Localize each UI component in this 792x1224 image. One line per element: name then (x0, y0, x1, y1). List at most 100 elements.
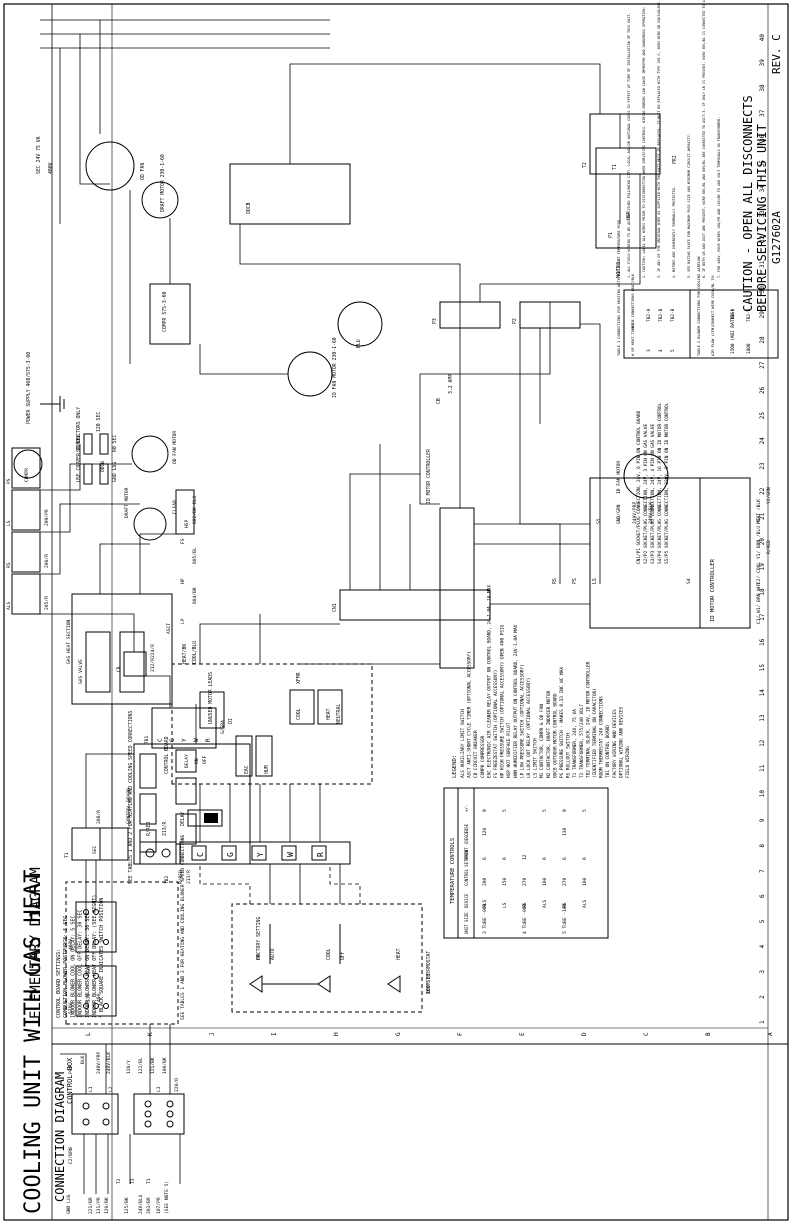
line-number: 39 (759, 59, 766, 67)
elementary-label: ON (256, 954, 262, 960)
table-2-cell: TB2-A (730, 308, 736, 322)
transformer-t1 (71, 827, 129, 861)
temperature-cell: 5 (542, 809, 548, 812)
elementary-label: 180 SEC (426, 974, 432, 994)
line-number: 22 (759, 487, 766, 495)
plug-connection-line: S2/P2 SOCKET/PLUG CONNECTION, 24V, 3 PIN… (643, 424, 649, 564)
draft-motor-connection (133, 507, 167, 541)
connection-label: ON (194, 758, 200, 764)
legend-item: OPTIONAL WIRING AND DEVICES (618, 706, 624, 778)
legend-item: CB CIRCUIT BREAKER (473, 730, 479, 778)
draft-motor-elementary (287, 351, 333, 397)
connection-label: 804/BK (192, 587, 198, 604)
elementary-label: DELAY (180, 811, 186, 826)
note-item: 5. SEE RATING PLATE FOR MAXIMUM FUSE SIZ… (687, 133, 691, 278)
plug-connection-line: S3/P3 SOCKET/PLUG CONNECTION, 24V, 4 PIN… (650, 424, 656, 564)
temperature-header-cell: CLOSE (464, 823, 469, 836)
line-number: 12 (759, 739, 766, 747)
odcb-box (149, 283, 191, 345)
plug-connection-line: CN1/P1 SOCKET/PLUG CONNECTION, 24V, 6 PI… (636, 410, 642, 564)
plug-connection-line: S4/P4 SOCKET/PLUG CONNECTION, 24V, 16 PI… (657, 402, 663, 564)
elementary-label: HEAT (396, 948, 402, 960)
id-motor-controller-title: ID MOTOR CONTROLLER (710, 558, 716, 622)
legend-item: TB2 TERMINAL BLOCK, 24V, ID MOTOR CONTRO… (585, 661, 591, 778)
legend-item: T2 TRANSFORMER, 575/240 VOLT (579, 704, 585, 778)
connection-label: T3 (130, 1178, 136, 1184)
elementary-label: SEC 24V 75 VA (36, 136, 42, 174)
elementary-label: EAC (244, 765, 250, 774)
line-number: 18 (759, 588, 766, 596)
table-1-header: # OF HEAT TUBES (631, 324, 635, 356)
table-2: TABLE 2 BLOWER CONNECTIONS FOR COOLING A… (689, 256, 779, 359)
column-letter: I (271, 1032, 278, 1036)
elementary-label: PRI (672, 155, 678, 164)
id-motor-controller-label: 240V/BLK (648, 502, 654, 524)
connection-label: 240V/PRP (96, 1052, 102, 1074)
connection-label: 460V (68, 939, 74, 950)
line-number: 6 (759, 894, 766, 898)
tb1-terminal-label: C (196, 852, 205, 857)
ground-lug-symbol (40, 396, 65, 412)
line-number: 8 (759, 844, 766, 848)
elementary-label: GND LUG (112, 462, 118, 482)
control-board-elementary (171, 663, 373, 785)
tb1-terminal-label: Y (181, 738, 188, 742)
temperature-cell: LS (502, 902, 508, 908)
column-letter: J (209, 1032, 216, 1036)
field-wiring (199, 864, 361, 904)
safety-switches (11, 447, 41, 615)
connection-label: RS (6, 562, 12, 568)
connection-label: 460 (96, 993, 102, 1002)
line-number: 4 (759, 944, 766, 948)
tb1-terminal-label: W (286, 852, 295, 857)
line-number: 28 (759, 336, 766, 344)
tb1-terminal-box (281, 845, 297, 861)
line-number: 29 (759, 311, 766, 319)
board-setting-line: * BLACK SQUARE INDICATES SWITCH POSITION (99, 898, 105, 1018)
line-number: 34 (759, 185, 766, 193)
connection-label: 206/R (44, 554, 50, 568)
connection-label: (SEE NOTE 5) (164, 1181, 170, 1214)
connection-diagram-title: CONNECTION DIAGRAM (53, 1072, 67, 1202)
elementary-label: CN1 (332, 603, 338, 612)
elementary-label: ID FAN MOTOR 230-1-60 (332, 337, 338, 398)
elementary-label: RS (552, 578, 558, 584)
board-setting-line: INDOOR BLOWER HEAT ON DELAY: 30 SEC (85, 913, 91, 1018)
temperature-cell: 160 (582, 877, 588, 886)
connection-label: 122/BL (138, 1057, 144, 1074)
connection-label: L3 (156, 1086, 162, 1092)
board-setting-line: INDOOR BLOWER COOL ON DELAY: 5 SEC (70, 916, 76, 1018)
table-1-title: TABLE 1 CONNECTIONS FOR HEATING WITH MID… (617, 220, 621, 356)
elementary-label: OFF (340, 951, 346, 960)
elementary-label: USE COPPER CONDUCTORS ONLY (76, 407, 82, 482)
connection-label: FS (180, 538, 186, 544)
temperature-cell: ALS (482, 899, 488, 908)
main-title: COOLING UNIT WITH GAS HEAT (21, 870, 46, 1214)
gas-valve-connectors (439, 301, 581, 329)
elementary-label: P1 (608, 232, 614, 238)
elementary-diagram-title: ELEMENTARY DIAGRAM (28, 867, 44, 1019)
line-number: 19 (759, 563, 766, 571)
table-2-header: AIR FLOW (CFM) (711, 326, 715, 356)
connection-label: 100/BK (162, 1057, 168, 1074)
revision-label: REV. C (770, 34, 783, 74)
legend-item: HP HIGH PRESSURE SWITCH (OPTIONAL ACCESS… (500, 624, 506, 778)
elementary-label: T2 (582, 162, 588, 168)
line-number: 9 (759, 818, 766, 822)
line-number: 16 (759, 638, 766, 646)
temperature-cell: 120 (482, 827, 488, 836)
od-fan-elementary (141, 181, 179, 219)
connection-label: COMPR (24, 468, 30, 482)
temperature-cell: 3 TUBE -060 (482, 903, 488, 934)
elementary-label: ODCB (246, 202, 252, 214)
elementary-label: HSP (626, 211, 632, 220)
legend-item: ALS AUXILIARY LIMIT SWITCH (460, 709, 466, 778)
legend-item: COMPR COMPRESSOR (480, 735, 486, 778)
line-number: 10 (759, 790, 766, 798)
elementary-label: COMPR 575-3-60 (162, 291, 168, 332)
temperature-cell: 6 (582, 857, 588, 860)
